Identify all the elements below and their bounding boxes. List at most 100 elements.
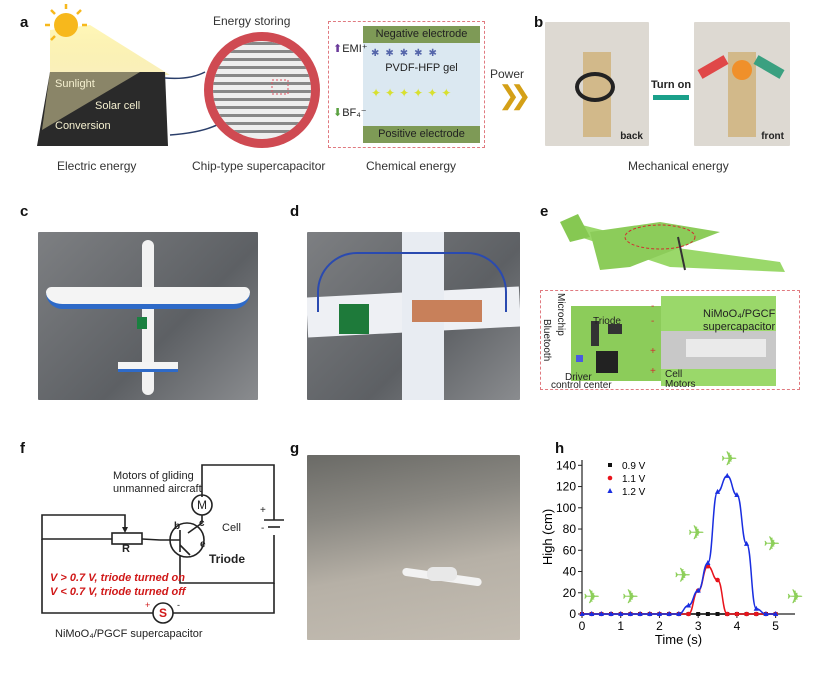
data-point-12V bbox=[637, 611, 643, 616]
y-tick-label: 140 bbox=[556, 458, 576, 472]
triode-label-f: Triode bbox=[209, 552, 246, 566]
airplane-icon: ✈ bbox=[688, 523, 705, 545]
data-point-12V bbox=[763, 611, 769, 616]
data-point-11V bbox=[686, 611, 691, 617]
data-point-12V bbox=[695, 587, 701, 593]
source-minus: - bbox=[177, 600, 180, 610]
cell-label-f: Cell bbox=[222, 522, 241, 534]
driver-label: Driver bbox=[565, 372, 592, 383]
airplane-icon: ✈ bbox=[674, 565, 691, 587]
data-point-11V bbox=[744, 611, 749, 617]
data-point-12V bbox=[608, 611, 614, 616]
data-point-12V bbox=[647, 611, 653, 616]
motor-caption-2: unmanned aircraft bbox=[113, 483, 202, 495]
x-tick-label: 4 bbox=[734, 619, 741, 633]
data-point-12V bbox=[656, 611, 663, 616]
bluetooth-label: Bluetooth bbox=[541, 319, 552, 362]
energy-storing-text: Energy storing bbox=[213, 14, 291, 28]
legend-entry: 1.2 V bbox=[622, 487, 646, 498]
source-symbol: S bbox=[158, 606, 167, 620]
data-point-12V bbox=[607, 488, 613, 493]
sun-icon bbox=[45, 4, 87, 41]
caption-mechanical-energy: Mechanical energy bbox=[628, 159, 729, 173]
data-point-11V bbox=[705, 563, 711, 569]
resistor-label: R bbox=[122, 543, 130, 555]
base-label: b bbox=[174, 521, 181, 532]
data-point-11V bbox=[734, 611, 740, 617]
data-point-12V bbox=[618, 611, 624, 616]
y-tick-label: 120 bbox=[556, 480, 576, 494]
cell-minus: - bbox=[261, 523, 265, 534]
data-point-09V bbox=[715, 612, 720, 616]
x-tick-label: 0 bbox=[579, 619, 586, 633]
panel-e-label: e bbox=[540, 203, 549, 220]
y-tick-label: 80 bbox=[563, 522, 577, 536]
right-arrow-icon bbox=[653, 95, 689, 100]
cell-label: Cell bbox=[665, 369, 683, 380]
microchip-label: Microchip bbox=[555, 293, 566, 336]
negative-electrode: Negative electrode bbox=[363, 26, 480, 43]
aircraft-photo-top-view bbox=[38, 232, 258, 400]
minus-sign-2: - bbox=[651, 316, 655, 327]
supercap-caption-f: NiMoO₄/PGCF supercapacitor bbox=[55, 628, 203, 640]
x-tick-label: 2 bbox=[656, 619, 663, 633]
panel-g-label: g bbox=[290, 440, 300, 457]
off-condition: V < 0.7 V, triode turned off bbox=[50, 586, 186, 598]
airplane-icon: ✈ bbox=[721, 450, 738, 470]
on-condition: V > 0.7 V, triode turned on bbox=[50, 572, 185, 584]
triode-label: Triode bbox=[593, 316, 621, 327]
triode-block bbox=[608, 324, 622, 334]
caption-chip-supercapacitor: Chip-type supercapacitor bbox=[192, 159, 326, 173]
chip-supercapacitor bbox=[164, 32, 320, 148]
data-point-12V bbox=[579, 611, 585, 616]
minus-sign: - bbox=[651, 301, 655, 312]
data-point-11V bbox=[607, 475, 613, 481]
data-point-12V bbox=[666, 611, 672, 616]
collector-label: c bbox=[199, 518, 205, 529]
y-tick-label: 20 bbox=[563, 586, 577, 600]
positive-electrode: Positive electrode bbox=[363, 126, 480, 143]
airplane-icon: ✈ bbox=[622, 586, 639, 608]
legend-entry: 1.1 V bbox=[622, 474, 646, 485]
turn-on-label: Turn on bbox=[651, 79, 692, 91]
panel-h-label: h bbox=[555, 440, 565, 457]
source-plus: + bbox=[145, 600, 151, 610]
power-label: Power bbox=[490, 67, 525, 81]
back-label: back bbox=[620, 131, 643, 142]
aircraft-3d-model bbox=[560, 214, 785, 272]
panel-b-label: b bbox=[534, 14, 544, 31]
panel-d-label: d bbox=[290, 203, 300, 220]
sunlight-text: Sunlight bbox=[55, 78, 95, 90]
y-axis-label: High (cm) bbox=[540, 509, 555, 565]
motors-label: Motors bbox=[665, 379, 696, 390]
x-tick-label: 5 bbox=[772, 619, 779, 633]
cation-label: EMI⁺ bbox=[342, 43, 368, 55]
emitter-label: e bbox=[200, 539, 206, 550]
y-tick-label: 60 bbox=[563, 543, 577, 557]
down-arrow-icon: ⬇ bbox=[333, 107, 343, 119]
data-point-11V bbox=[715, 577, 720, 583]
gel-label: PVDF-HFP gel bbox=[385, 62, 458, 74]
data-point-12V bbox=[676, 611, 682, 616]
data-point-12V bbox=[598, 611, 604, 616]
y-tick-label: 100 bbox=[556, 501, 576, 515]
airplane-icon: ✈ bbox=[787, 586, 804, 608]
solar-illustration bbox=[37, 4, 170, 146]
front-label: front bbox=[761, 131, 784, 142]
data-point-09V bbox=[705, 612, 710, 616]
data-point-12V bbox=[743, 540, 750, 546]
supercap-label-2: supercapacitor bbox=[703, 321, 776, 333]
data-point-12V bbox=[627, 611, 634, 616]
plus-sign: + bbox=[650, 346, 656, 357]
electrolyte-zoom-box: Negative electrode PVDF-HFP gel ✱✱✱✱✱ ✦✦… bbox=[328, 21, 485, 148]
x-axis-label: Time (s) bbox=[655, 632, 702, 647]
aircraft-flight-photo bbox=[307, 455, 520, 640]
panel-f-label: f bbox=[20, 440, 25, 457]
data-point-12V bbox=[773, 611, 779, 616]
caption-chemical-energy: Chemical energy bbox=[366, 159, 457, 173]
up-arrow-icon: ⬆ bbox=[333, 43, 343, 55]
conversion-text: Conversion bbox=[55, 120, 111, 132]
plus-sign-2: + bbox=[650, 366, 656, 377]
motor-caption-1: Motors of gliding bbox=[113, 470, 194, 482]
